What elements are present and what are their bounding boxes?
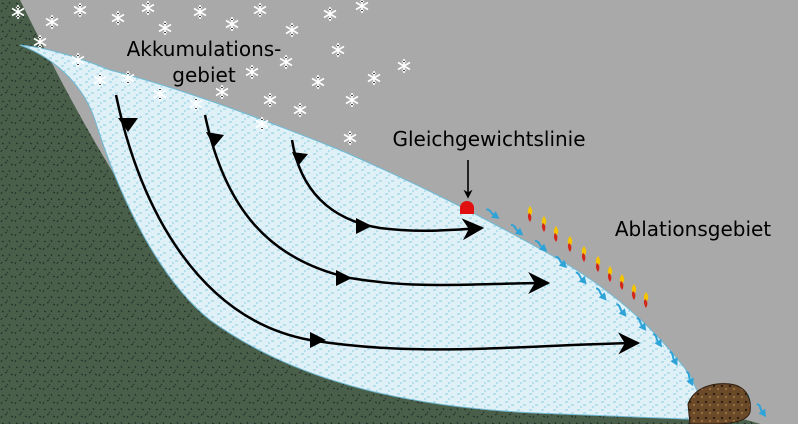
equilibrium-line-label: Gleichgewichtslinie — [392, 127, 585, 151]
flow-line-shallow — [290, 139, 485, 241]
terminal-moraine — [687, 383, 751, 424]
flow-arrow-icon — [206, 132, 224, 147]
flow-arrow-icon — [118, 118, 138, 132]
flow-arrow-icons — [118, 118, 372, 348]
flow-arrow-icon — [310, 332, 326, 348]
ablation-label: Ablationsgebiet — [615, 217, 771, 241]
bedrock — [0, 0, 760, 424]
accumulation-label-line2: gebiet — [172, 63, 236, 87]
accumulation-label-line1: Akkumulations- — [127, 37, 282, 61]
equilibrium-marker — [460, 201, 474, 214]
glacier-ice — [19, 44, 711, 421]
flow-arrow-icon — [336, 270, 352, 286]
flow-arrow-icon — [292, 152, 308, 166]
flow-arrow-icon — [356, 218, 372, 234]
